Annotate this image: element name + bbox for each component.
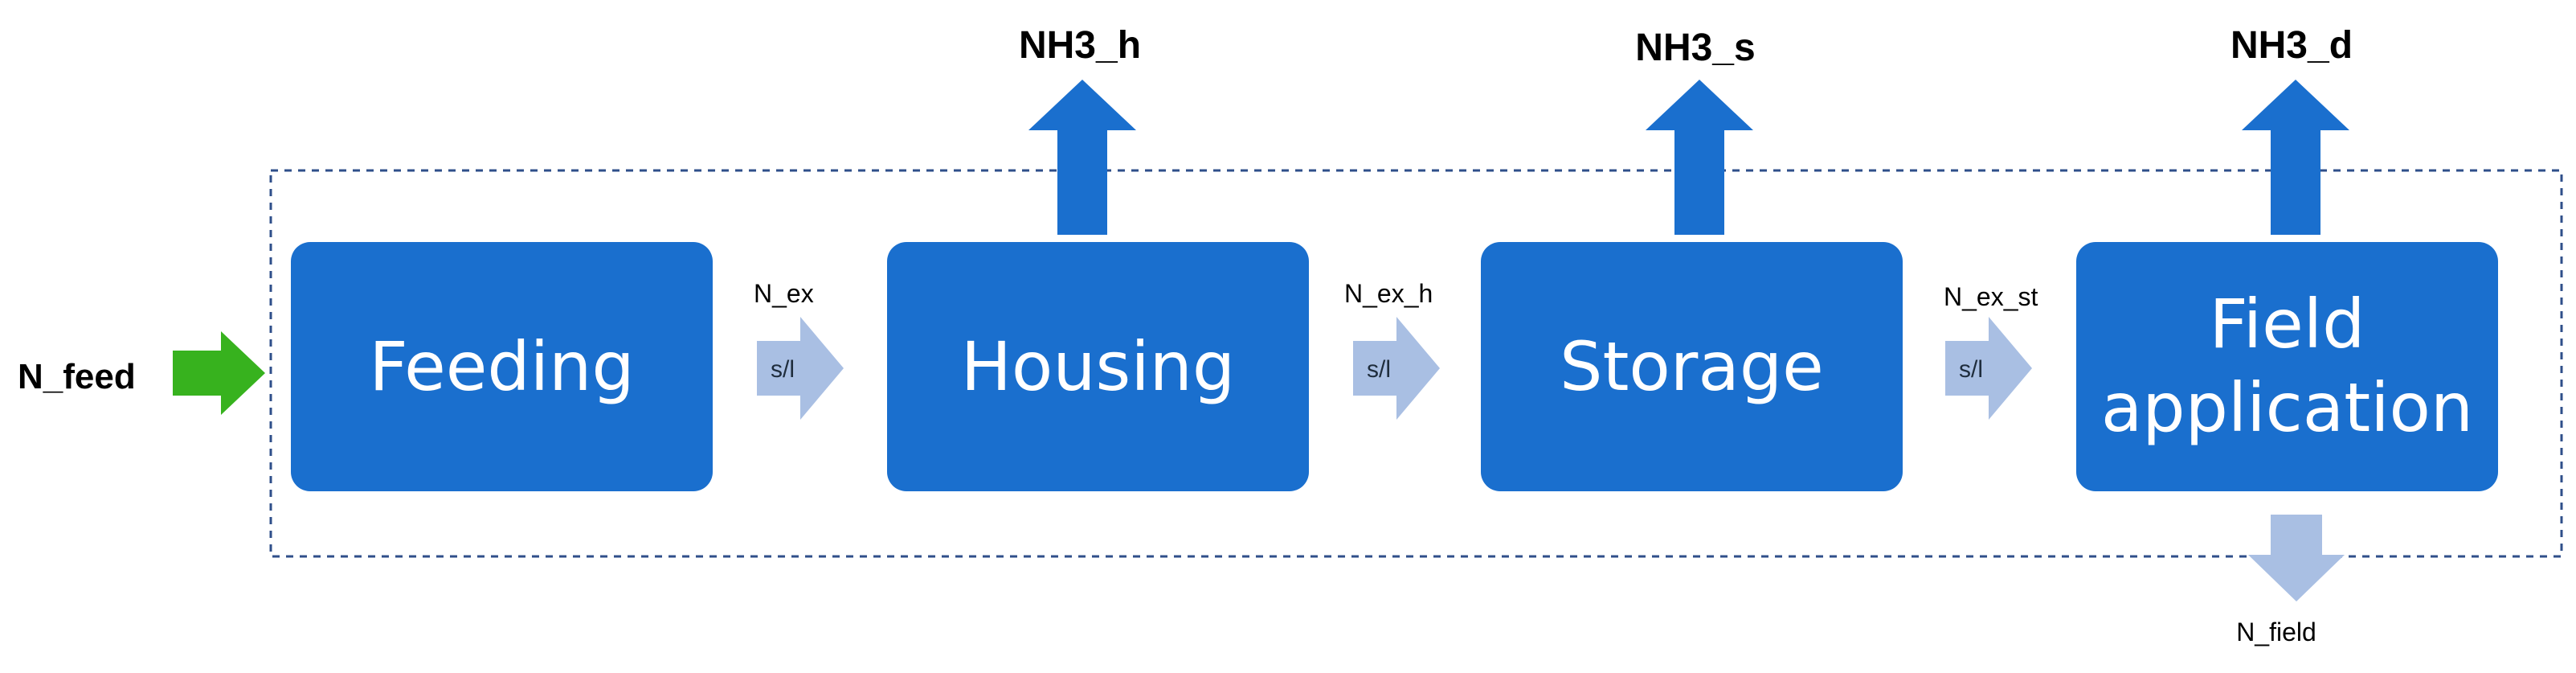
stage-label: Housing — [961, 327, 1235, 406]
output-group: N_field — [2236, 515, 2345, 646]
stage-housing: Housing — [887, 242, 1309, 491]
flow-arrow-icon — [1353, 317, 1440, 420]
stage-box — [2076, 242, 2498, 491]
output-arrow-icon — [2248, 515, 2345, 601]
flow-storage-to-field: N_ex_st s/l — [1944, 282, 2038, 420]
emission-label: NH3_s — [1635, 27, 1755, 69]
stage-box — [1481, 242, 1903, 491]
stage-label-line-1: Field — [2210, 285, 2365, 363]
emission-arrow-icon — [2242, 80, 2349, 235]
emission-housing: NH3_h — [1019, 24, 1141, 235]
input-label: N_feed — [18, 357, 136, 396]
stage-label: Feeding — [369, 327, 634, 406]
output-label: N_field — [2236, 618, 2316, 646]
flow-label: N_ex_h — [1344, 279, 1433, 308]
input-group: N_feed — [18, 331, 265, 415]
flow-arrow-icon — [1945, 317, 2032, 420]
flow-arrow-icon — [757, 317, 844, 420]
emission-field: NH3_d — [2230, 24, 2353, 235]
stage-box — [291, 242, 713, 491]
emission-storage: NH3_s — [1635, 27, 1756, 235]
stage-label-line-2: application — [2101, 368, 2473, 447]
flow-feeding-to-housing: N_ex s/l — [754, 279, 844, 420]
flow-arrow-text: s/l — [1959, 356, 1983, 383]
stage-label: Storage — [1560, 327, 1824, 406]
stage-field-application: Field application — [2076, 242, 2498, 491]
emission-arrow-icon — [1646, 80, 1753, 235]
flow-label: N_ex — [754, 279, 814, 308]
flow-label: N_ex_st — [1944, 282, 2038, 311]
flow-arrow-text: s/l — [1367, 356, 1391, 383]
stage-storage: Storage — [1481, 242, 1903, 491]
emission-label: NH3_d — [2230, 24, 2353, 67]
flow-arrow-text: s/l — [771, 356, 795, 383]
input-arrow-icon — [173, 331, 265, 415]
emission-arrow-icon — [1028, 80, 1136, 235]
stage-feeding: Feeding — [291, 242, 713, 491]
flow-housing-to-storage: N_ex_h s/l — [1344, 279, 1440, 420]
emission-label: NH3_h — [1019, 24, 1141, 67]
stage-box — [887, 242, 1309, 491]
